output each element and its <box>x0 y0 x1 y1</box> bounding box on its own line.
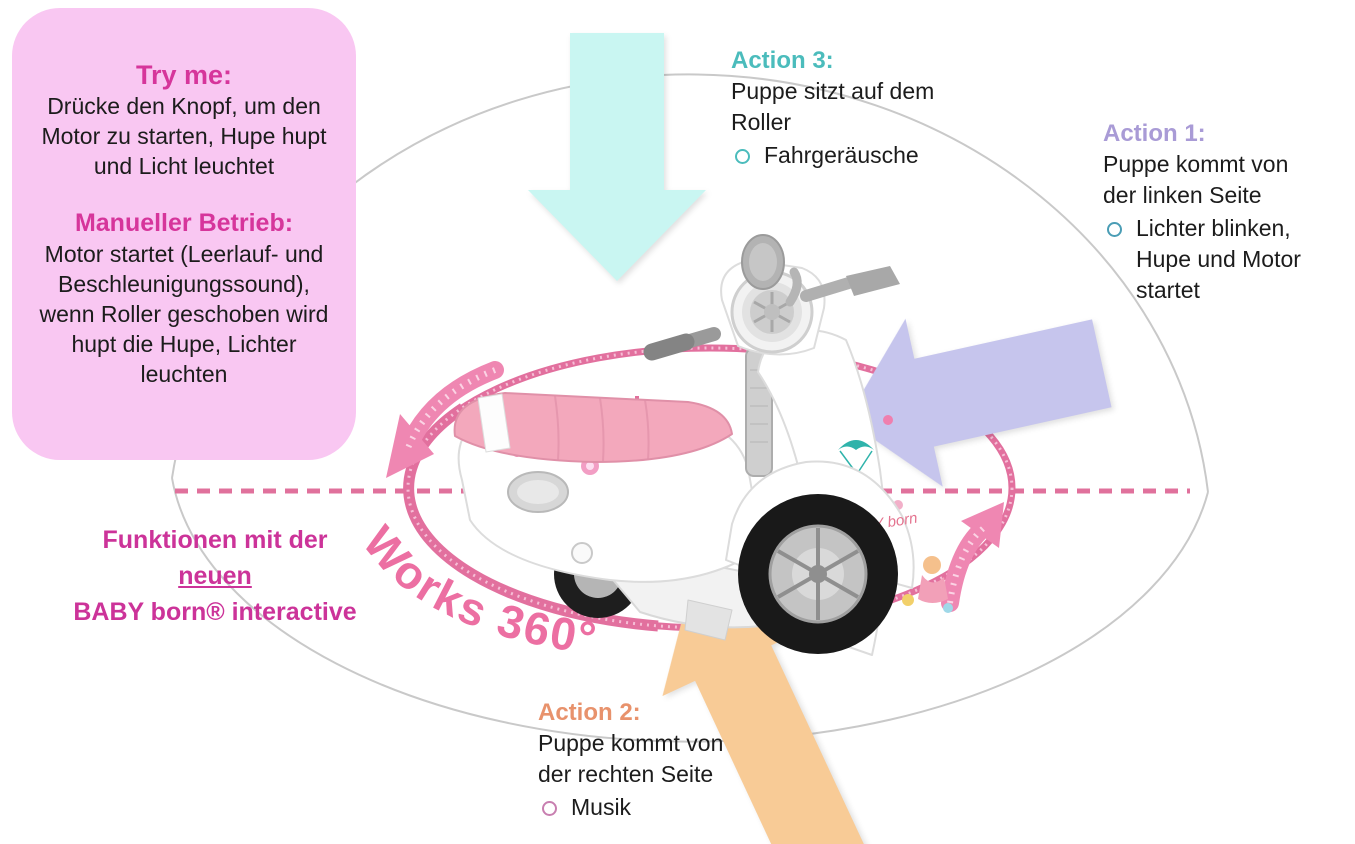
seat-pleats <box>554 395 650 462</box>
text-line: Puppe kommt von <box>538 730 724 756</box>
action3-down-arrow <box>528 33 706 281</box>
bullet-row: Musik <box>538 792 798 823</box>
headlight-center <box>764 304 780 320</box>
text-line: Puppe kommt von <box>1103 151 1289 177</box>
brake-lever <box>846 266 900 296</box>
flower-decal-center <box>586 462 594 470</box>
try-me-box: Try me: Drücke den Knopf, um den Motor z… <box>12 8 356 460</box>
text-line-underlined: neuen <box>178 562 252 590</box>
text-line: der rechten Seite <box>538 761 714 787</box>
text-line: Hupe und Motor <box>1136 246 1301 272</box>
circle-bullet-icon <box>542 801 557 816</box>
bullet-row: Fahrgeräusche <box>731 140 1001 171</box>
text-line: Lichter blinken, <box>1136 215 1291 241</box>
action2-title: Action 2: <box>538 699 641 726</box>
action3-block: Action 3: Puppe sitzt auf dem Roller Fah… <box>731 45 1001 171</box>
action2-up-arrow <box>662 577 875 844</box>
bullet-text-group: Lichter blinken, Hupe und Motor startet <box>1136 213 1301 306</box>
manual-mode-title: Manueller Betrieb: <box>74 209 294 237</box>
action1-left-arrow <box>846 318 1112 487</box>
action2-block: Action 2: Puppe kommt von der rechten Se… <box>538 697 798 823</box>
try-me-title: Try me: <box>135 60 233 90</box>
action3-title: Action 3: <box>731 47 834 74</box>
text-line: Beschleunigungssound), <box>58 271 310 297</box>
text-line: leuchten <box>140 361 228 387</box>
text-line: der linken Seite <box>1103 182 1262 208</box>
text-line: Drücke den Knopf, um den <box>47 93 321 119</box>
figure-decal <box>902 556 953 613</box>
functions-caption: Funktionen mit der neuen BABY born® inte… <box>55 522 375 630</box>
handlebar-right <box>800 276 858 302</box>
rotate-left-arrow-icon <box>386 361 504 478</box>
text-line: BABY born® interactive <box>73 598 357 626</box>
text-line: wenn Roller geschoben wird <box>39 301 329 327</box>
scooter-illustration: BABY born <box>453 234 953 656</box>
dome-base-arc <box>171 477 1209 743</box>
mirror-stem <box>785 267 802 307</box>
action1-title: Action 1: <box>1103 120 1206 147</box>
circle-bullet-icon <box>735 149 750 164</box>
text-line: Motor zu starten, Hupe hupt <box>41 123 327 149</box>
handlebar-grip <box>643 333 695 361</box>
bullet-text: Fahrgeräusche <box>764 142 919 168</box>
bullet-row: Lichter blinken, Hupe und Motor startet <box>1103 213 1353 306</box>
text-line: Puppe sitzt auf dem <box>731 78 935 104</box>
seat-strap <box>477 393 511 453</box>
sound-button <box>571 542 593 564</box>
text-line: Motor startet (Leerlauf- und <box>44 241 324 267</box>
text-line: Funktionen mit der <box>102 526 328 554</box>
text-line: startet <box>1136 277 1200 303</box>
action1-block: Action 1: Puppe kommt von der linken Sei… <box>1103 118 1353 306</box>
heart-decal <box>883 415 893 425</box>
text-line: und Licht leuchtet <box>93 153 275 179</box>
wheel-axle <box>809 565 827 583</box>
rear-plate-inner <box>517 480 559 504</box>
step-piece <box>684 599 733 641</box>
rotate-right-arrow-icon <box>941 502 1004 612</box>
bullet-text: Musik <box>571 794 632 820</box>
text-line: Roller <box>731 109 792 135</box>
text-line: hupt die Hupe, Lichter <box>71 331 297 357</box>
mirror-glass <box>749 243 777 281</box>
circle-bullet-icon <box>1107 222 1122 237</box>
